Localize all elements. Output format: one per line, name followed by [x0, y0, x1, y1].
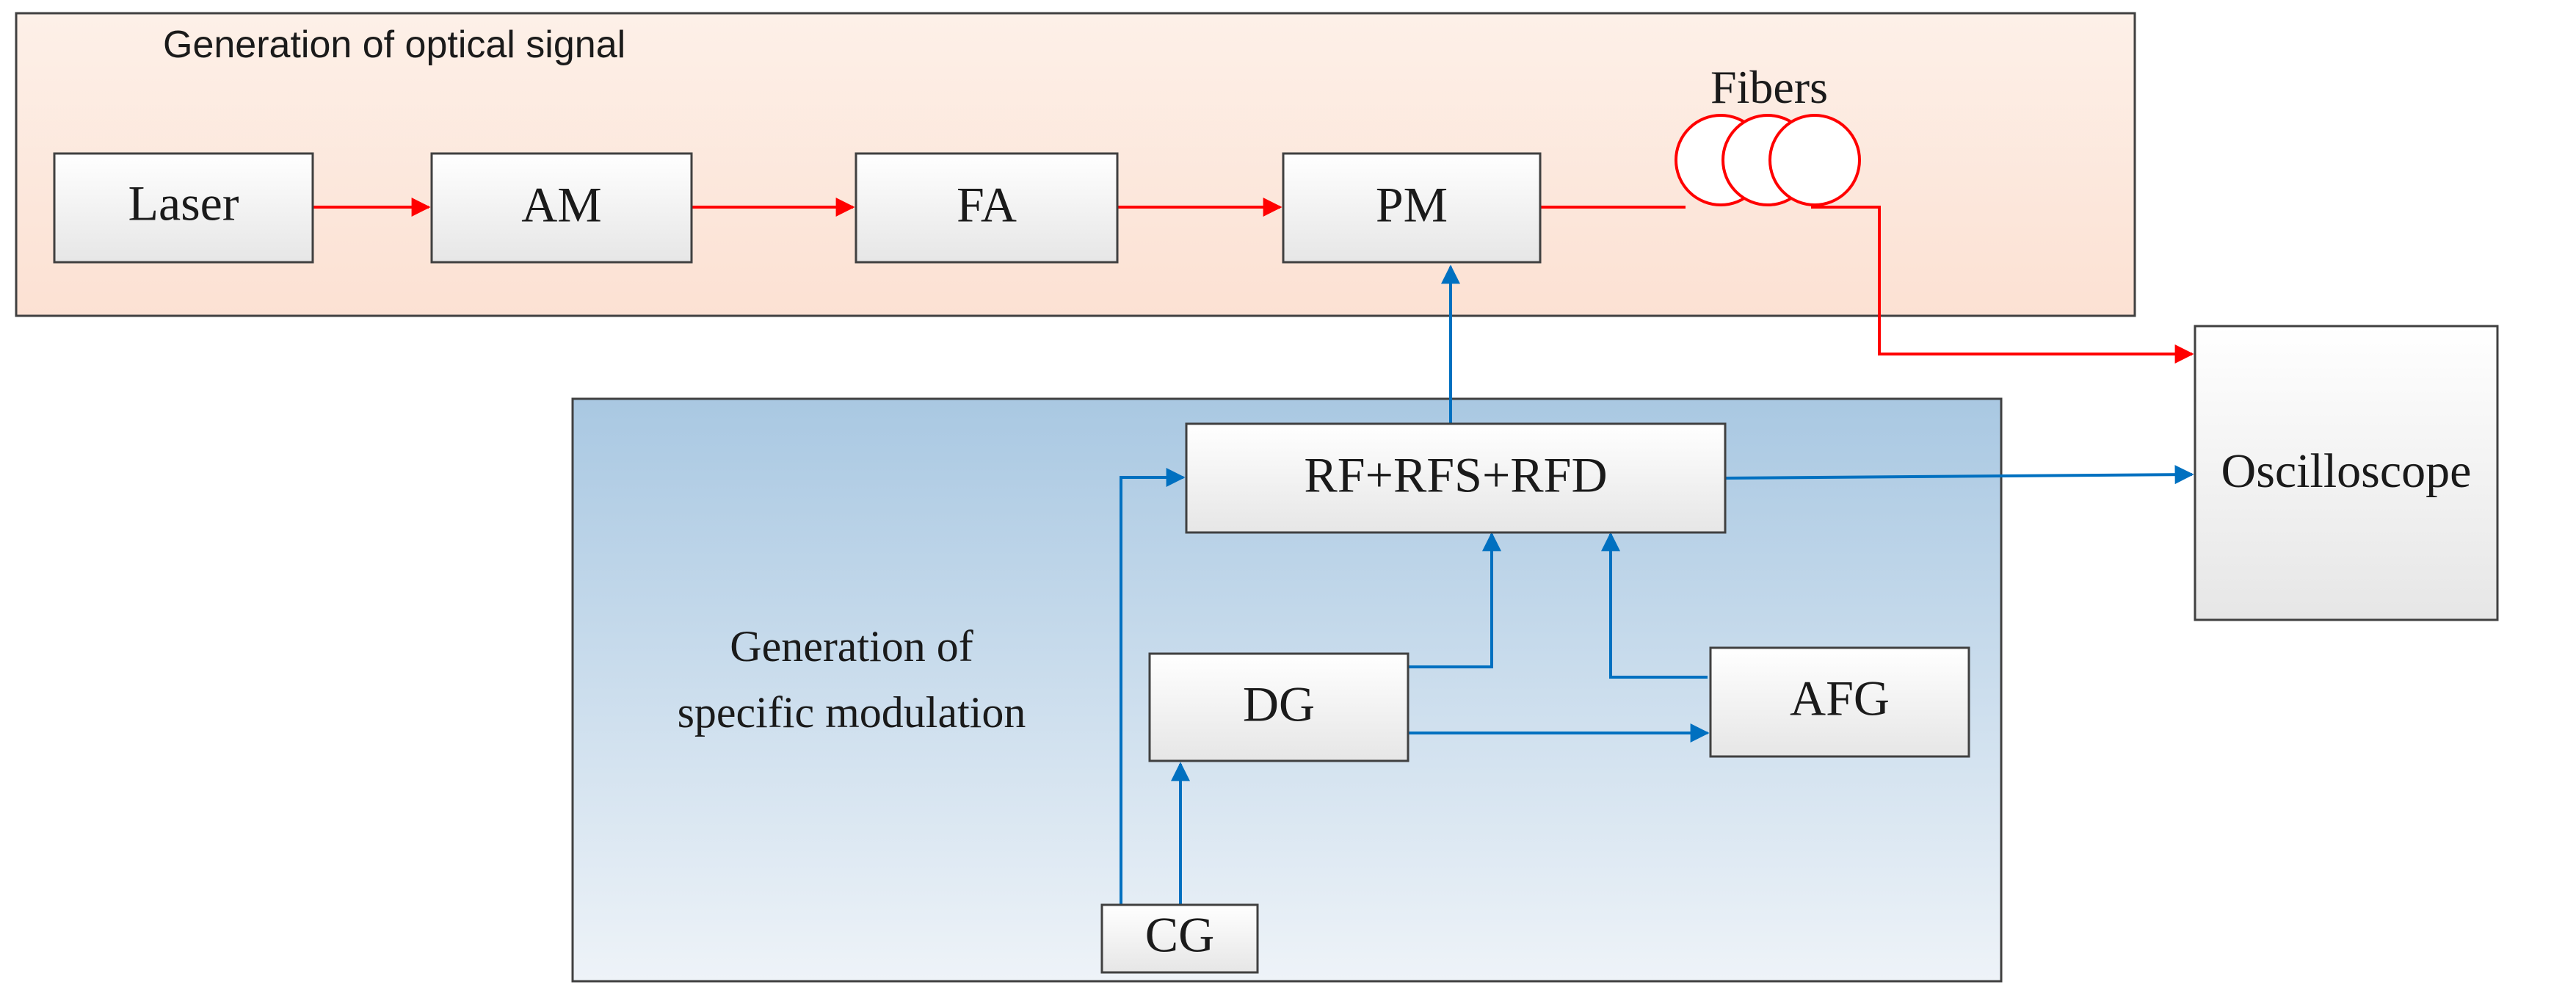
afg-to-rf-arrow: [1601, 532, 1708, 679]
oscilloscope-label: Oscilloscope: [2221, 444, 2472, 498]
dg-to-rf-arrow: [1408, 532, 1501, 668]
fa-label: FA: [957, 177, 1017, 233]
block-pm: PM: [1282, 152, 1542, 264]
modulation-section-title-line2: specific modulation: [678, 688, 1026, 737]
cg-label: CG: [1145, 907, 1214, 963]
dg-label: DG: [1243, 676, 1315, 732]
block-laser: Laser: [53, 152, 314, 264]
block-am: AM: [430, 152, 693, 264]
cg-to-rf-arrow: [1120, 468, 1186, 905]
block-afg: AFG: [1709, 646, 1970, 758]
optical-paths: [313, 198, 2194, 364]
block-dg: DG: [1148, 652, 1409, 762]
am-label: AM: [521, 177, 602, 233]
block-fa: FA: [855, 152, 1119, 264]
rf-label: RF+RFS+RFD: [1304, 447, 1607, 503]
block-oscilloscope: Oscilloscope: [2194, 325, 2499, 621]
fibers-to-oscilloscope-arrow: [1811, 206, 2194, 364]
block-rf-rfs-rfd: RF+RFS+RFD: [1185, 422, 1727, 534]
block-cg: CG: [1100, 903, 1259, 974]
rf-to-oscilloscope-arrow: [1724, 465, 2194, 485]
fiber-coils-icon: [1675, 114, 1861, 206]
modulation-section-title-line1: Generation of: [730, 622, 973, 671]
electrical-paths: [1120, 264, 2194, 905]
laser-label: Laser: [128, 176, 239, 231]
optical-section-title: Generation of optical signal: [163, 24, 625, 66]
fibers-label: Fibers: [1710, 61, 1828, 113]
pm-label: PM: [1376, 177, 1448, 233]
afg-label: AFG: [1790, 671, 1890, 726]
